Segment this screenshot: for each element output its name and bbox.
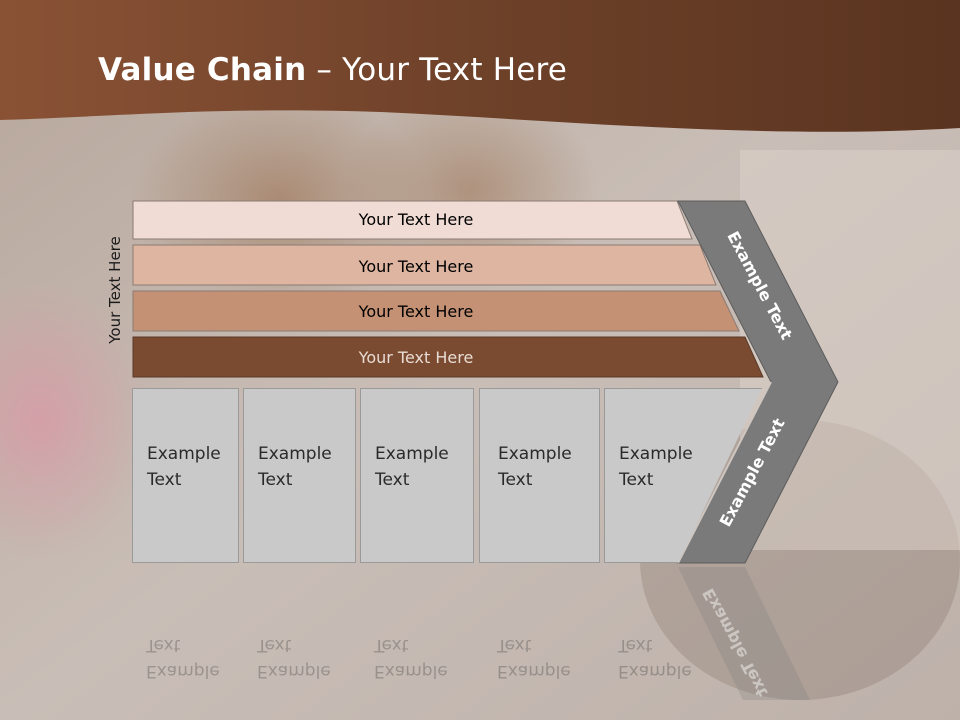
- box-2-line2: Text: [258, 470, 293, 490]
- box-2-reflection-line1: Example: [257, 661, 331, 681]
- box-3-reflection: Example Text: [360, 622, 474, 702]
- box-4-reflection-line1: Example: [497, 661, 571, 681]
- box-5-line1: Example: [619, 444, 693, 464]
- box-4-reflection: Example Text: [479, 622, 600, 702]
- bar-4-label: Your Text Here: [358, 348, 474, 367]
- box-4-reflection-line2: Text: [497, 635, 532, 655]
- box-5-line2: Text: [619, 470, 654, 490]
- box-5-reflection-text: Example Text: [618, 632, 708, 684]
- bar-2-label: Your Text Here: [358, 257, 474, 276]
- box-1-reflection-text: Example Text: [146, 632, 236, 684]
- bar-1: [132, 200, 693, 240]
- box-1-line1: Example: [147, 444, 221, 464]
- slide-title: Value Chain – Your Text Here: [98, 52, 567, 88]
- bar-3: [132, 290, 740, 332]
- box-2-reflection-line2: Text: [257, 635, 292, 655]
- box-1-reflection-line1: Example: [146, 661, 220, 681]
- chevron-reflection: [678, 567, 810, 700]
- box-3-line1: Example: [375, 444, 449, 464]
- box-4-reflection-text: Example Text: [497, 632, 587, 684]
- box-4-line2: Text: [498, 470, 533, 490]
- box-3-reflection-line2: Text: [374, 635, 409, 655]
- title-bold: Value Chain: [98, 52, 307, 88]
- box-1-line2: Text: [147, 470, 182, 490]
- box-5-reflection-line2: Text: [618, 635, 653, 655]
- box-5-reflection: Example Text: [604, 622, 724, 702]
- bar-3-label: Your Text Here: [358, 302, 474, 321]
- bar-2: [132, 244, 717, 286]
- bar-1-label: Your Text Here: [358, 210, 474, 229]
- box-5-reflection-line1: Example: [618, 661, 692, 681]
- box-3-reflection-line1: Example: [374, 661, 448, 681]
- box-2-reflection: Example Text: [243, 622, 356, 702]
- box-2-line1: Example: [258, 444, 332, 464]
- bar-4: [132, 336, 764, 378]
- box-3-reflection-text: Example Text: [374, 632, 464, 684]
- box-4-line1: Example: [498, 444, 572, 464]
- box-3-line2: Text: [375, 470, 410, 490]
- title-rest: – Your Text Here: [306, 52, 568, 88]
- box-2-reflection-text: Example Text: [257, 632, 347, 684]
- box-1-reflection-line2: Text: [146, 635, 181, 655]
- box-1-reflection: Example Text: [132, 622, 239, 702]
